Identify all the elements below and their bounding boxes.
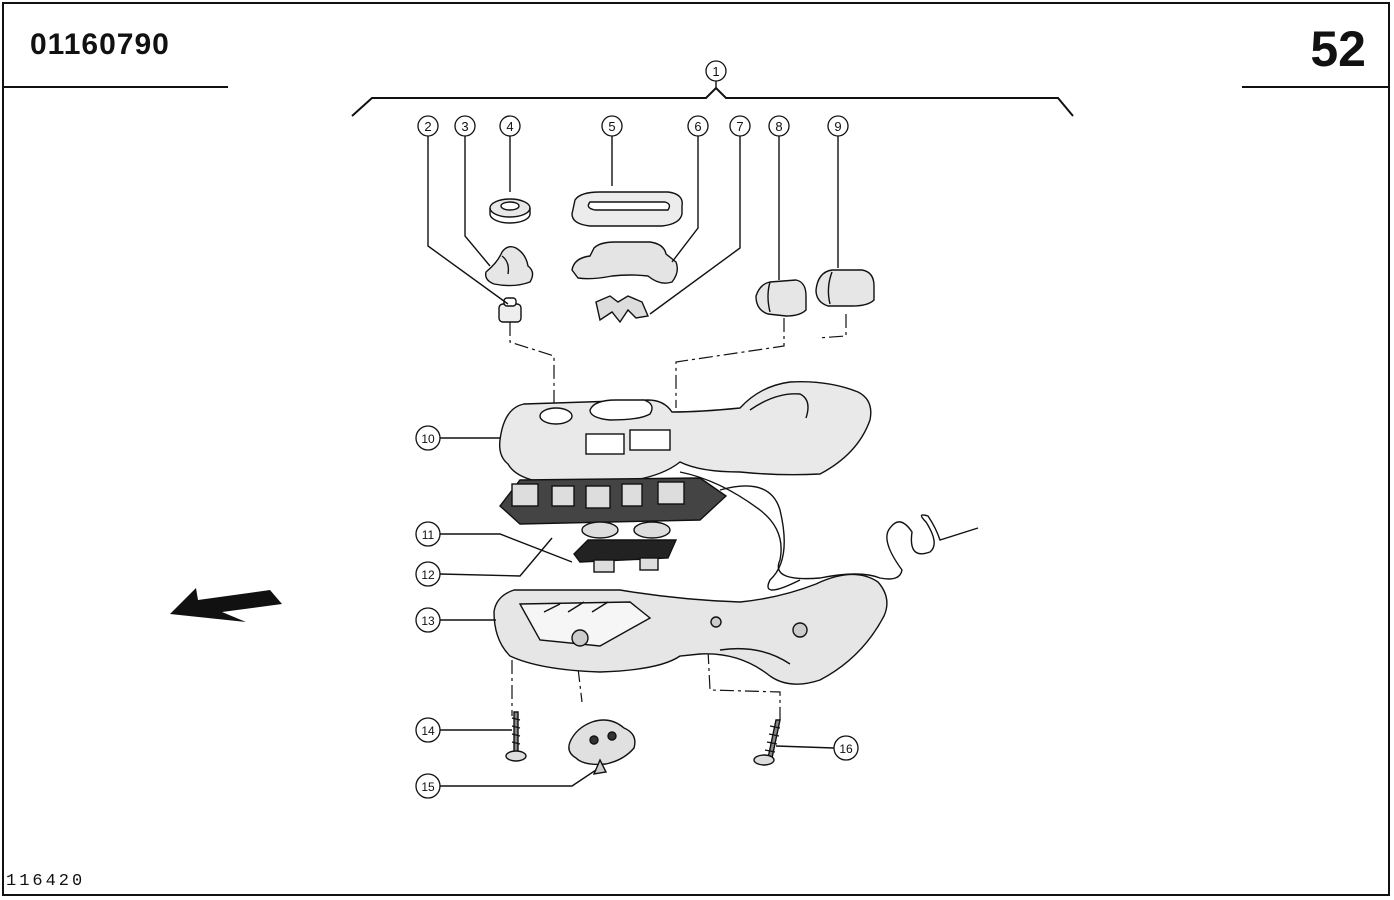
part-13-lower-housing — [493, 573, 888, 685]
header-rule-left — [2, 86, 228, 88]
callout-13: 13 — [421, 614, 435, 628]
part-8-cap — [755, 279, 807, 317]
callout-8: 8 — [775, 119, 782, 134]
part-11-circuit-board — [499, 477, 801, 591]
part-6-boot — [571, 241, 679, 284]
part-5-frame — [571, 191, 683, 227]
callout-11: 11 — [422, 528, 435, 542]
page-number: 52 — [1310, 21, 1366, 77]
part-7-lever — [595, 295, 649, 324]
callout-12: 12 — [421, 568, 435, 582]
callout-14: 14 — [421, 724, 435, 738]
document-number: 01160790 — [30, 28, 170, 61]
callout-2: 2 — [424, 119, 431, 134]
part-3-knob — [484, 245, 534, 287]
callout-3: 3 — [461, 119, 468, 134]
part-9-cap — [815, 269, 875, 307]
callout-5: 5 — [608, 119, 615, 134]
part-4-ring — [489, 198, 531, 224]
callout-6: 6 — [694, 119, 701, 134]
part-2-pin — [498, 297, 522, 323]
callout-15: 15 — [421, 780, 435, 794]
callout-7: 7 — [736, 119, 743, 134]
part-15-fitting — [568, 719, 636, 775]
part-10-upper-housing — [498, 381, 872, 485]
cable — [679, 471, 979, 580]
part-14-screw — [505, 711, 527, 762]
callout-4: 4 — [506, 119, 513, 134]
callout-16: 16 — [839, 742, 853, 756]
part-16-screw — [753, 719, 781, 766]
callout-1: 1 — [712, 64, 719, 79]
header-rule-right — [1242, 86, 1390, 88]
arrow-left-down-icon — [170, 588, 282, 622]
callout-10: 10 — [421, 432, 435, 446]
callout-9: 9 — [834, 119, 841, 134]
part-12-connector — [573, 521, 678, 573]
reference-number: 116420 — [6, 872, 86, 891]
